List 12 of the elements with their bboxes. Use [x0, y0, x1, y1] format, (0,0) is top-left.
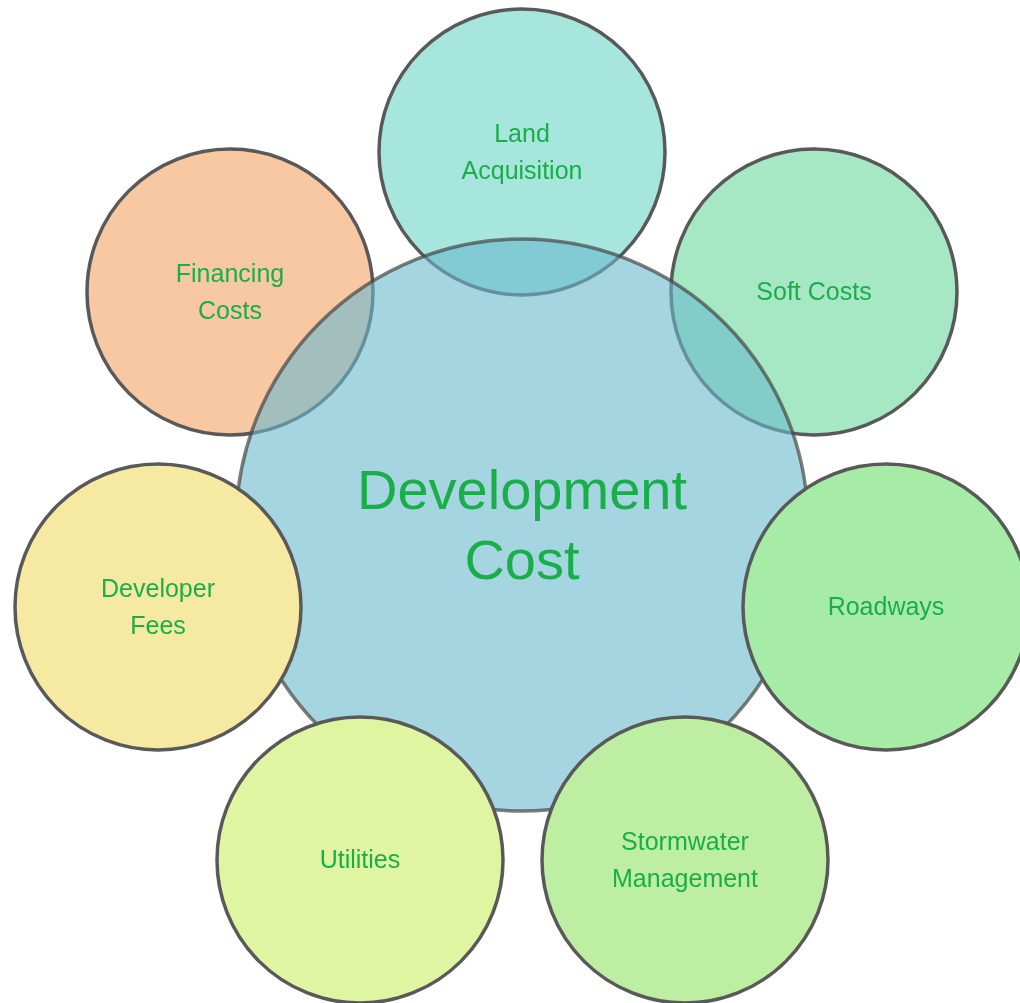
- circle-label: Land Acquisition: [460, 117, 584, 186]
- circle-node: [669, 147, 959, 437]
- circle-label: Roadways: [826, 591, 946, 623]
- circle-label: Utilities: [318, 844, 402, 876]
- circle-node: [377, 7, 667, 297]
- circle-label: Developer Fees: [100, 572, 216, 641]
- circle-label: Soft Costs: [755, 276, 873, 308]
- circle-label: Stormwater Management: [611, 825, 759, 894]
- center-title: Development Cost: [356, 457, 688, 593]
- circle-node: [13, 462, 303, 752]
- circle-label: Financing Costs: [174, 257, 286, 326]
- circle-node: [85, 147, 375, 437]
